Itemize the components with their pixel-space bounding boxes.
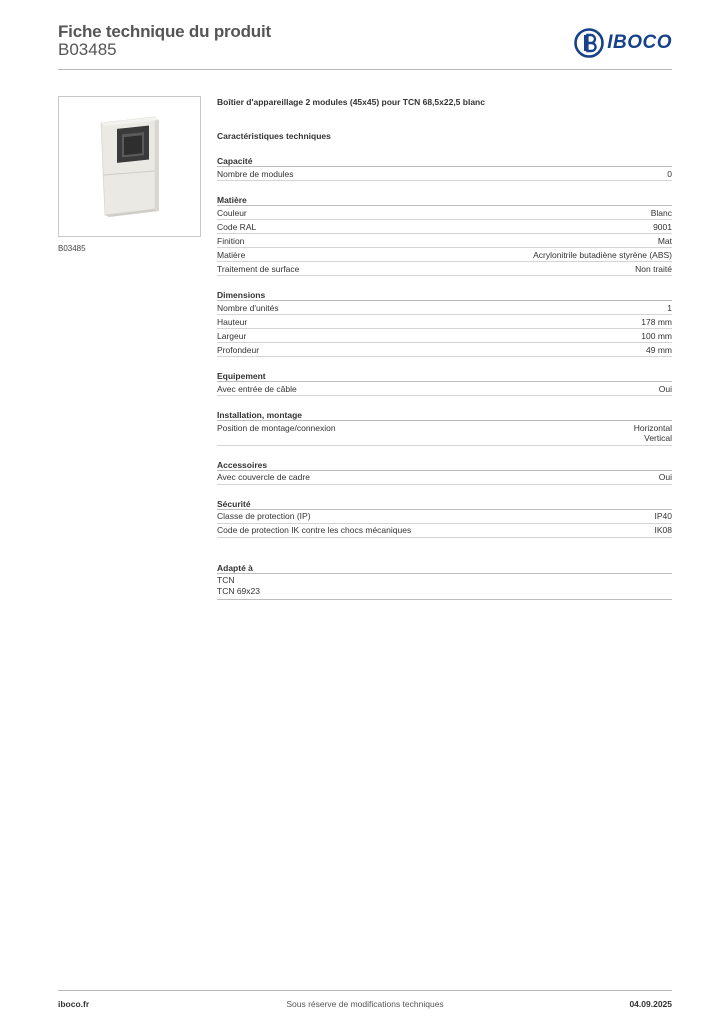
spec-value-line: IK08 [654,525,673,535]
spec-value-line: 178 mm [641,316,672,327]
spec-row: Code RAL 9001 [217,220,672,234]
spec-row: Hauteur 178 mm [217,315,672,329]
spec-value: Oui [659,472,672,483]
product-image [58,96,201,237]
document-footer: iboco.fr Sous réserve de modifications t… [58,990,672,1010]
product-code: B03485 [58,40,117,59]
spec-value: 49 mm [646,345,672,356]
spec-label: Traitement de surface [217,263,300,274]
spec-value-line: 0 [667,168,672,179]
spec-label: Position de montage/connexion [217,422,336,433]
spec-value-line: Blanc [650,207,672,218]
adapted-item: TCN [217,575,235,585]
adapted-item: TCN 69x23 [217,586,260,596]
spec-label: Avec entrée de câble [217,383,297,394]
spec-label: Hauteur [217,316,248,327]
spec-value-line: Horizontal [633,422,672,433]
spec-value: Acrylonitrile butadiène styrène (ABS) [533,250,672,261]
spec-value-line: IP40 [654,511,673,521]
spec-label: Code RAL [217,221,257,232]
section-title: Sécurité [217,498,672,510]
spec-value-line: Mat [657,235,672,246]
logo-wordmark: IBOCO [607,32,672,53]
spec-row: Code de protection IK contre les chocs m… [217,524,672,538]
spec-value: IP40 [655,511,673,522]
footer-website: iboco.fr [58,999,90,1009]
section-title: Matière [217,194,672,206]
spec-row: Classe de protection (IP) IP40 [217,510,672,524]
product-specs: Boîtier d'appareillage 2 modules (45x45)… [217,96,672,600]
spec-row: Largeur 100 mm [217,329,672,343]
spec-value-line: Vertical [644,433,672,443]
spec-row: Matière Acrylonitrile butadiène styrène (… [217,248,672,262]
image-caption: B03485 [58,244,86,253]
footer-notice: Sous réserve de modifications techniques [286,999,444,1009]
product-title: Boîtier d'appareillage 2 modules (45x45)… [217,97,485,107]
spec-value-line: 9001 [653,221,672,232]
spec-value-line: Non traité [635,263,672,274]
spec-value-line: Oui [658,472,672,482]
section-title: Capacité [217,155,672,167]
brand-logo: IBOCO [574,28,672,58]
spec-row: Couleur Blanc [217,206,672,220]
adapted-title: Adapté à [217,562,672,574]
spec-label: Largeur [217,330,247,341]
spec-row: Finition Mat [217,234,672,248]
spec-value: Blanc [651,208,672,219]
spec-value: Oui [659,384,672,395]
spec-row: Traitement de surface Non traité [217,262,672,276]
spec-value-line: 49 mm [646,344,672,355]
specs-heading: Caractéristiques techniques [217,131,331,141]
spec-label: Profondeur [217,344,260,355]
spec-label: Avec couvercle de cadre [217,472,310,482]
spec-row: Nombre de modules 0 [217,167,672,181]
spec-label: Code de protection IK contre les chocs m… [217,525,412,535]
section-title: Dimensions [217,289,672,301]
spec-value-line: 100 mm [641,330,672,341]
document-header: Fiche technique du produit B03485 IBOCO [58,22,672,70]
spec-value-line: 1 [667,302,672,313]
footer-date: 04.09.2025 [629,999,672,1009]
spec-row: Avec couvercle de cadre Oui [217,471,672,485]
section-title: Installation, montage [217,409,672,421]
spec-value: 178 mm [641,317,672,328]
spec-row: Nombre d'unités 1 [217,301,672,315]
spec-value: IK08 [655,525,673,536]
spec-value: 0 [667,169,672,180]
section-title: Accessoires [217,459,672,471]
spec-label: Nombre d'unités [217,302,279,313]
spec-row: Profondeur 49 mm [217,343,672,357]
document-title: Fiche technique du produit [58,22,271,41]
spec-value: 9001 [653,222,672,233]
section-title: Equipement [217,370,672,382]
spec-value: Mat [658,236,672,247]
spec-label: Classe de protection (IP) [217,511,311,521]
iboco-logo-icon [574,28,605,58]
spec-value: Non traité [635,264,672,275]
spec-value-line: Acrylonitrile butadiène styrène (ABS) [533,249,672,260]
spec-row: Avec entrée de câble Oui [217,382,672,396]
product-illustration [100,116,159,217]
spec-label: Couleur [217,207,247,218]
spec-label: Finition [217,235,245,246]
spec-label: Matière [217,249,246,260]
spec-value: 100 mm [641,331,672,342]
spec-label: Nombre de modules [217,168,294,179]
spec-value-line: Oui [658,383,672,394]
spec-value: 1 [667,303,672,314]
